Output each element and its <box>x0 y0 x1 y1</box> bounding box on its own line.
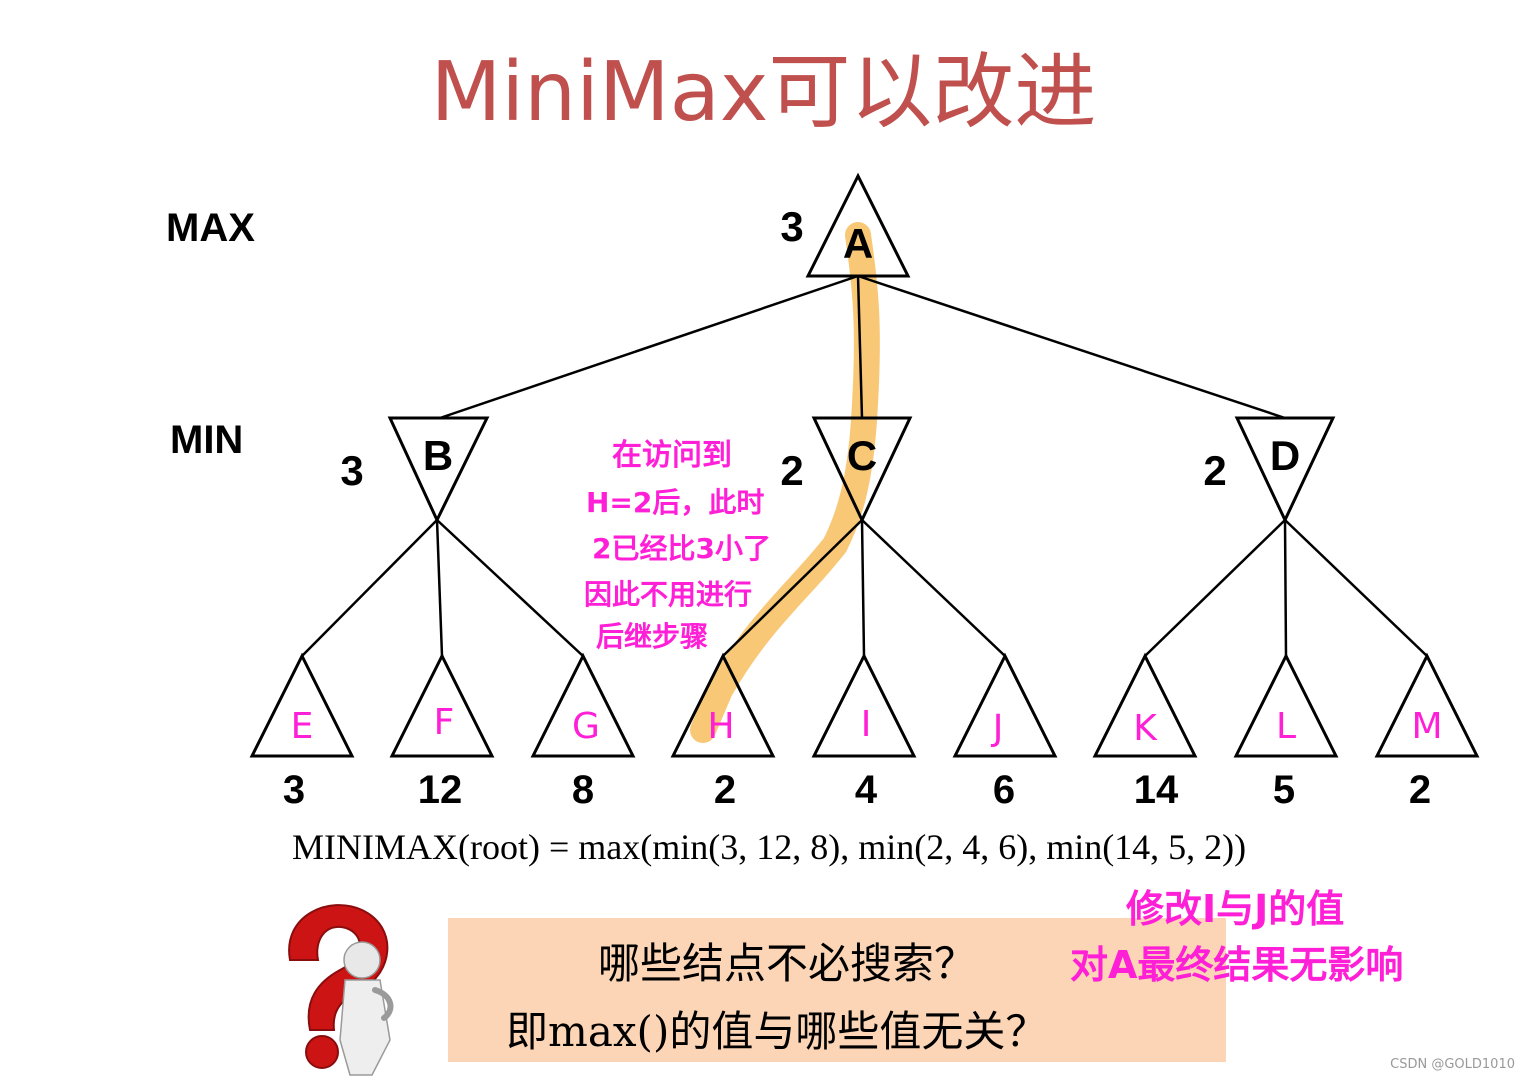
question-line-1: 哪些结点不必搜索？ <box>598 939 977 988</box>
right-annotation-line-2: 对A最终结果无影响 <box>1070 943 1404 987</box>
leaf-m-value: 2 <box>1409 768 1431 812</box>
leaf-k-label: K <box>1133 708 1158 749</box>
leaf-g-triangle <box>530 652 636 758</box>
leaf-triangles <box>249 652 1480 758</box>
note-line-2: H=2后，此时 <box>586 486 764 519</box>
watermark: CSDN @GOLD1010 <box>1390 1057 1515 1072</box>
note-line-4: 因此不用进行 <box>584 578 752 611</box>
leaf-k-value: 14 <box>1134 768 1179 812</box>
leaf-i-triangle <box>811 652 917 758</box>
leaf-f-value: 12 <box>418 768 463 812</box>
node-c-triangle <box>811 416 913 524</box>
node-a-label: A <box>843 220 873 267</box>
leaf-g-label: G <box>572 706 600 747</box>
leaf-e-triangle <box>249 652 355 758</box>
node-d-label: D <box>1270 432 1300 479</box>
min-level-label: MIN <box>170 418 244 462</box>
node-a-triangle <box>805 172 911 278</box>
leaf-e-label: E <box>291 706 314 747</box>
question-mark-figure-icon <box>288 904 394 1076</box>
leaf-k-triangle <box>1092 652 1198 758</box>
leaf-h-value: 2 <box>714 768 736 812</box>
right-annotation-line-1: 修改I与J的值 <box>1126 887 1345 931</box>
max-level-label: MAX <box>166 206 255 250</box>
node-d-triangle <box>1234 416 1336 524</box>
leaf-l-triangle <box>1233 652 1339 758</box>
leaf-i-label: I <box>861 704 872 745</box>
leaf-e-value: 3 <box>283 768 305 812</box>
node-c-value: 2 <box>780 447 803 494</box>
leaf-j-triangle <box>952 652 1058 758</box>
leaf-j-label: J <box>991 708 1004 749</box>
tree-edges <box>301 274 1428 657</box>
note-line-3: 2已经比3小了 <box>592 532 771 565</box>
leaf-g-value: 8 <box>572 768 594 812</box>
question-box: 哪些结点不必搜索？ 即max()的值与哪些值无关？ <box>448 918 1226 1062</box>
leaf-j-value: 6 <box>993 768 1015 812</box>
leaf-m-label: M <box>1411 706 1442 747</box>
leaf-h-triangle <box>670 652 776 758</box>
note-line-1: 在访问到 <box>612 438 732 473</box>
leaf-m-triangle <box>1374 652 1480 758</box>
node-b-label: B <box>423 432 453 479</box>
leaf-i-value: 4 <box>855 768 878 812</box>
leaf-f-triangle <box>389 652 495 758</box>
node-a-value: 3 <box>780 203 803 250</box>
leaf-f-label: F <box>434 702 455 743</box>
leaf-h-label: H <box>707 706 734 747</box>
node-d-value: 2 <box>1203 447 1226 494</box>
leaf-l-label: L <box>1276 706 1296 747</box>
note-line-5: 后继步骤 <box>596 620 708 653</box>
node-c-label: C <box>847 432 877 479</box>
handwritten-note: 在访问到 H=2后，此时 2已经比3小了 因此不用进行 后继步骤 <box>584 438 771 653</box>
leaf-l-value: 5 <box>1273 768 1295 812</box>
node-b-value: 3 <box>340 447 363 494</box>
node-b-triangle <box>387 416 490 524</box>
page-title: MiniMax可以改进 <box>430 45 1097 140</box>
question-line-2: 即max()的值与哪些值无关？ <box>506 1007 1048 1056</box>
minimax-formula: MINIMAX(root) = max(min(3, 12, 8), min(2… <box>292 827 1247 867</box>
